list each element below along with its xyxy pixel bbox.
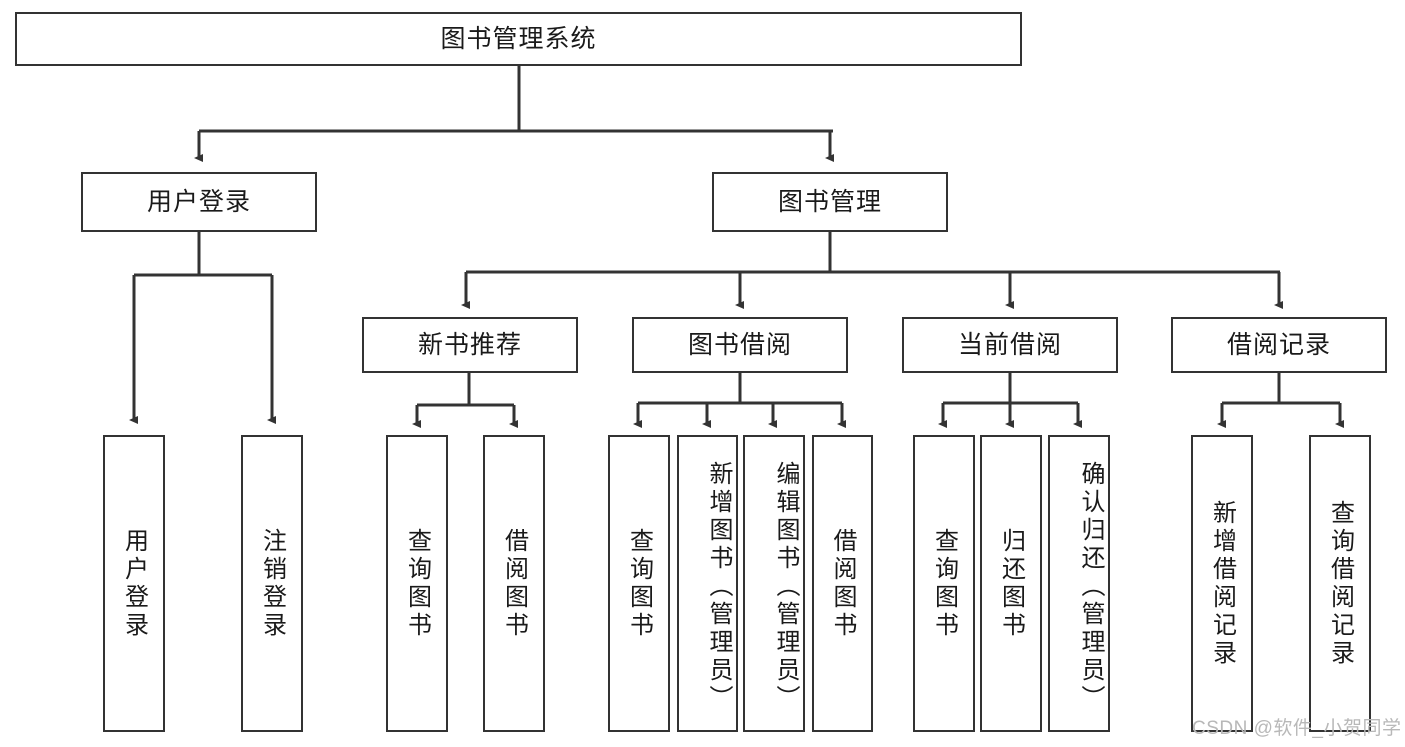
node-label: 归还图书 bbox=[997, 527, 1025, 640]
node-label: 当前借阅 bbox=[957, 331, 1062, 359]
node-label: 查询图书 bbox=[625, 527, 653, 640]
csdn-watermark: CSDN @软件_小贺同学 bbox=[1192, 718, 1402, 739]
node-label: 借阅图书 bbox=[829, 527, 856, 640]
node-root-book-management-system[interactable]: 图书管理系统 bbox=[15, 12, 1022, 66]
node-current-borrow[interactable]: 当前借阅 bbox=[902, 317, 1118, 373]
leaf-user-login[interactable]: 用户登录 bbox=[103, 435, 165, 732]
leaf-query-borrow-record[interactable]: 查询借阅记录 bbox=[1309, 435, 1371, 732]
leaf-return-book[interactable]: 归还图书 bbox=[980, 435, 1042, 732]
node-book-borrow[interactable]: 图书借阅 bbox=[632, 317, 848, 373]
node-label: 用户登录 bbox=[120, 527, 148, 640]
leaf-edit-book-admin[interactable]: 编辑图书（管理员） bbox=[743, 435, 805, 732]
node-label: 查询图书 bbox=[403, 527, 431, 640]
leaf-user-logout[interactable]: 注销登录 bbox=[241, 435, 303, 732]
node-label: 借阅图书 bbox=[500, 527, 528, 640]
leaf-borrow-book-recommend[interactable]: 借阅图书 bbox=[483, 435, 545, 732]
leaf-query-book-borrow[interactable]: 查询图书 bbox=[608, 435, 670, 732]
node-label: 图书借阅 bbox=[687, 331, 792, 359]
leaf-borrow-book-borrow[interactable]: 借阅图书 bbox=[812, 435, 873, 732]
leaf-query-book-current[interactable]: 查询图书 bbox=[913, 435, 975, 732]
node-label: 图书管理系统 bbox=[440, 25, 597, 53]
node-book-management[interactable]: 图书管理 bbox=[712, 172, 948, 232]
node-label: 查询借阅记录 bbox=[1326, 499, 1354, 668]
node-label: 查询图书 bbox=[930, 527, 958, 640]
node-label: 用户登录 bbox=[146, 188, 251, 216]
node-borrow-record[interactable]: 借阅记录 bbox=[1171, 317, 1387, 373]
leaf-query-book-recommend[interactable]: 查询图书 bbox=[386, 435, 448, 732]
node-label: 注销登录 bbox=[258, 527, 286, 640]
node-label: 编辑图书（管理员） bbox=[772, 460, 799, 713]
node-label: 确认归还（管理员） bbox=[1077, 460, 1104, 713]
node-label: 图书管理 bbox=[777, 188, 882, 216]
leaf-add-book-admin[interactable]: 新增图书（管理员） bbox=[677, 435, 738, 732]
node-label: 借阅记录 bbox=[1226, 331, 1331, 359]
node-label: 新增图书（管理员） bbox=[705, 460, 732, 713]
node-label: 新书推荐 bbox=[417, 331, 522, 359]
node-new-book-recommend[interactable]: 新书推荐 bbox=[362, 317, 578, 373]
node-label: 新增借阅记录 bbox=[1208, 499, 1236, 668]
leaf-add-borrow-record[interactable]: 新增借阅记录 bbox=[1191, 435, 1253, 732]
node-user-login[interactable]: 用户登录 bbox=[81, 172, 317, 232]
leaf-confirm-return-admin[interactable]: 确认归还（管理员） bbox=[1048, 435, 1110, 732]
